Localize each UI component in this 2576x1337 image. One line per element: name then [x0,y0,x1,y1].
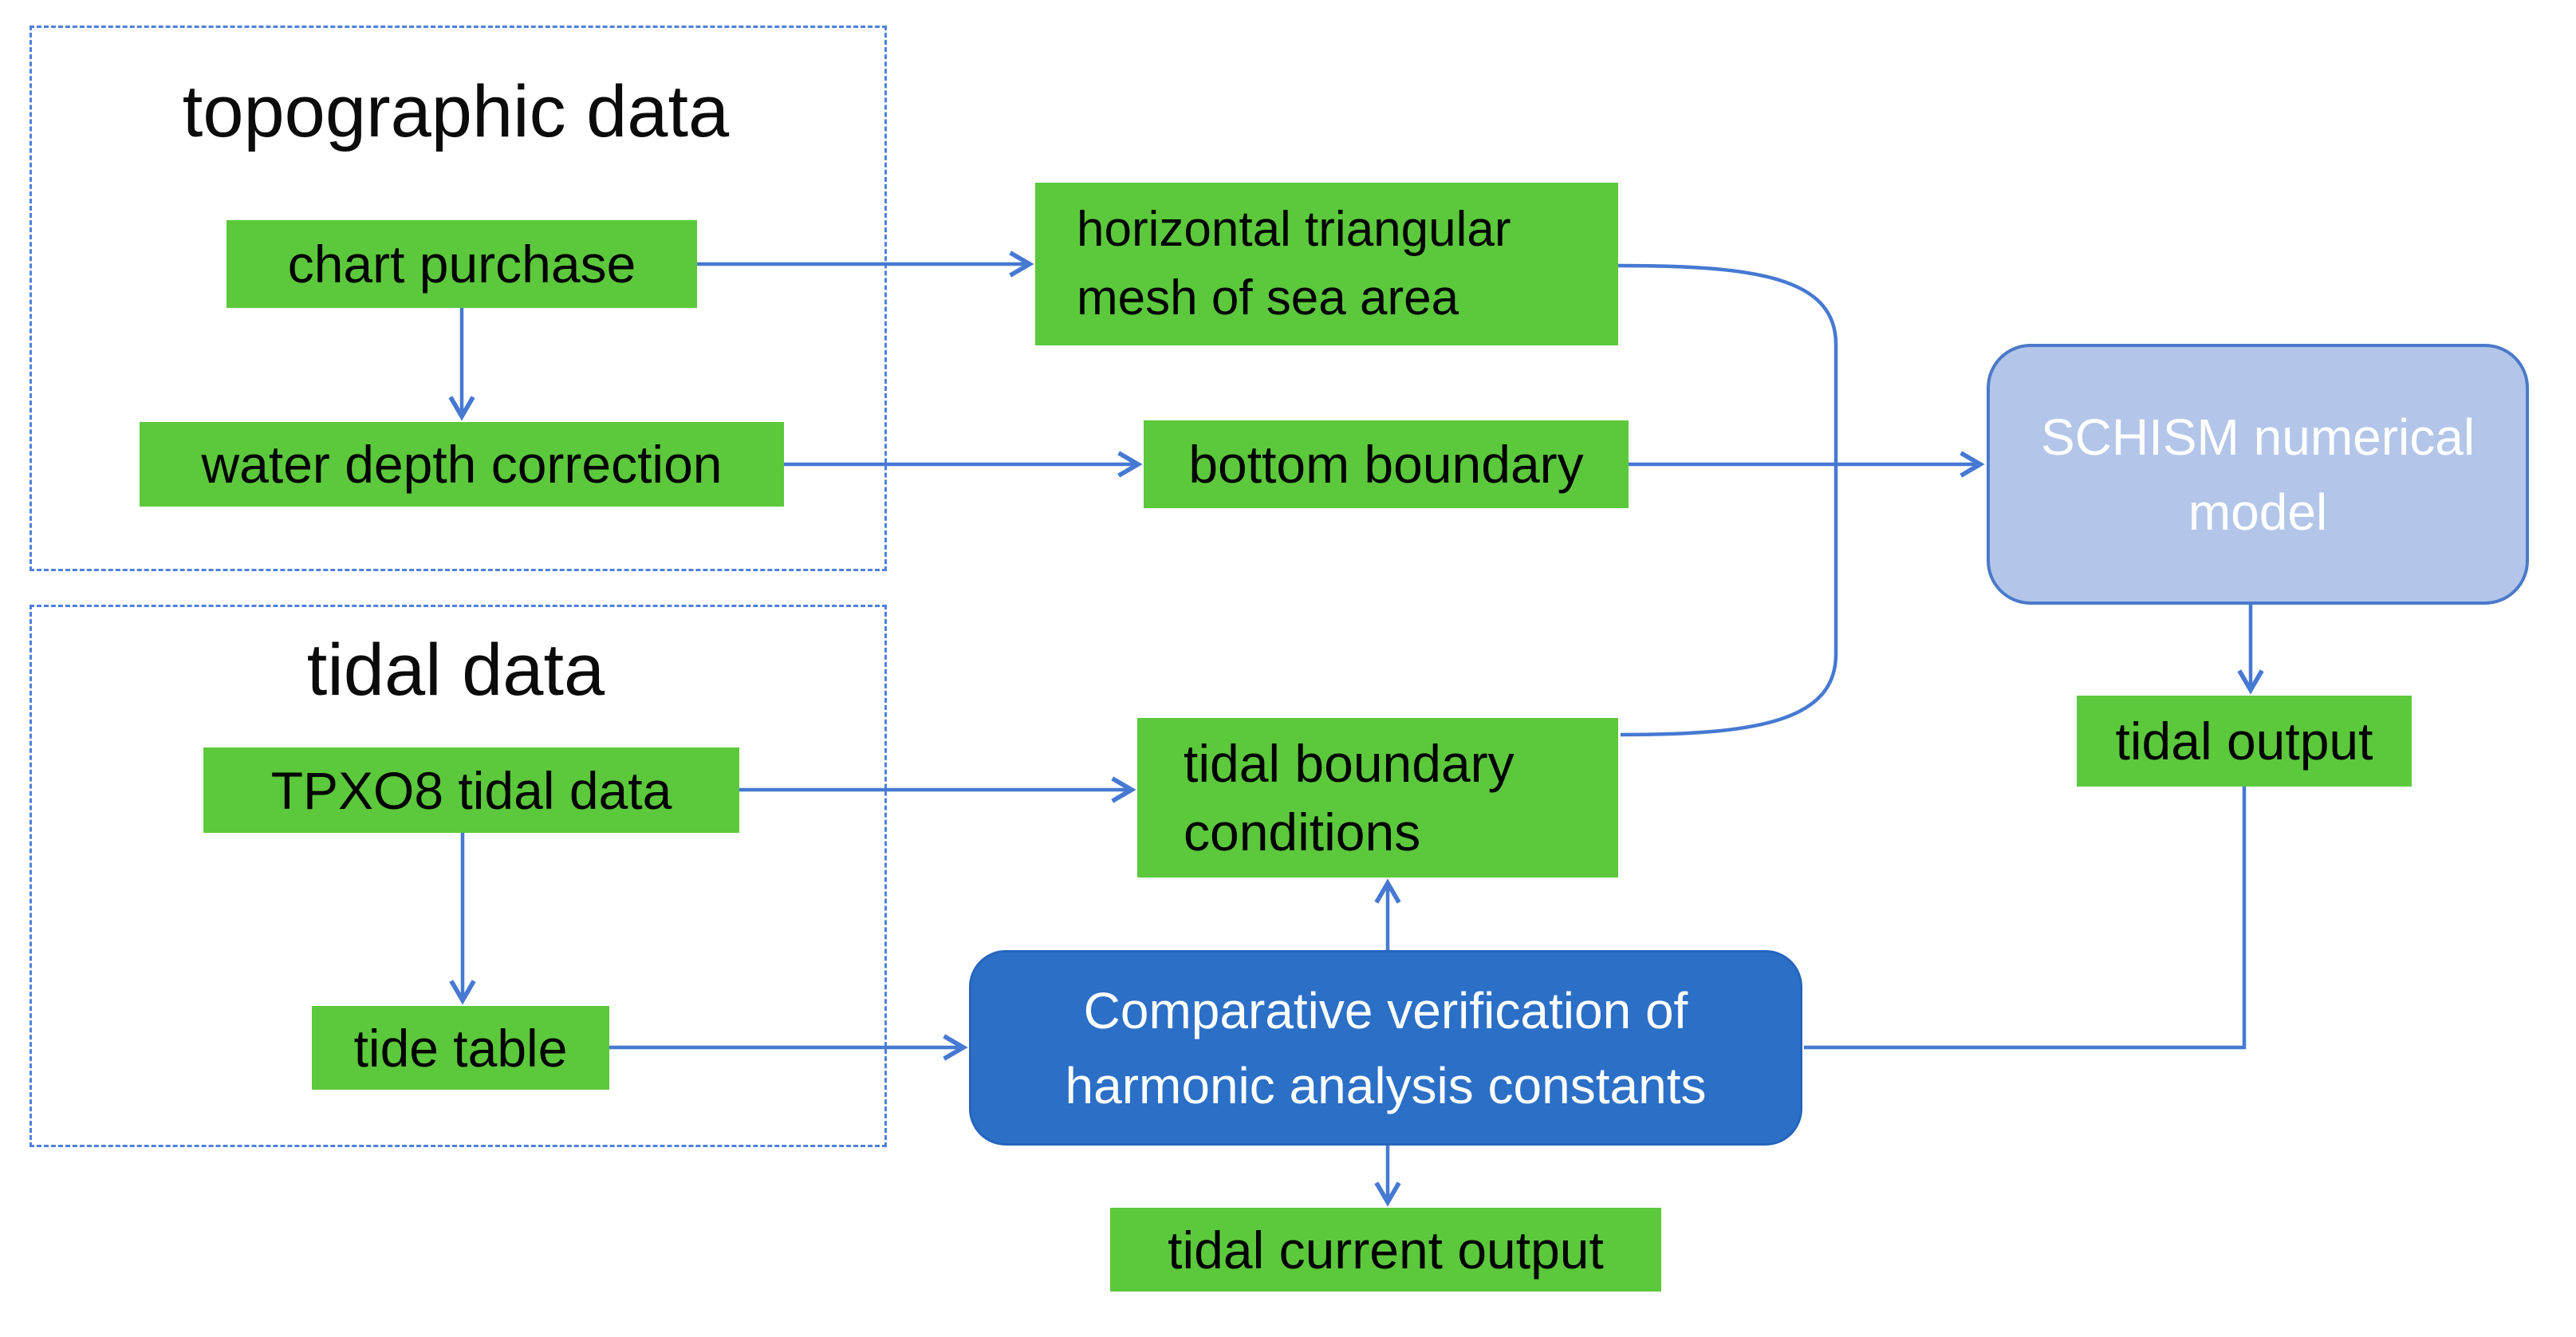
node-label: conditions [1184,803,1421,862]
group-title-tidal-data: tidal data [306,629,605,711]
node-label: tidal current output [1168,1220,1604,1280]
node-horizontal-triangular-mesh: horizontal triangular mesh of sea area [1035,183,1618,345]
node-tidal-boundary-conditions: tidal boundary conditions [1137,718,1618,878]
node-label: tidal boundary [1184,734,1514,793]
node-tide-table: tide table [312,1006,609,1090]
edge-mesh-to-tidal-boundary [1617,263,1838,737]
group-topographic-data [30,26,887,571]
node-label: horizontal triangular [1077,202,1511,257]
node-label: SCHISM numerical [2040,408,2476,466]
node-label: mesh of sea area [1077,270,1459,325]
node-tidal-current-output: tidal current output [1110,1208,1661,1292]
group-tidal-data [30,605,887,1147]
node-tidal-output: tidal output [2077,696,2412,787]
node-label: chart purchase [287,235,636,294]
node-label: water depth correction [201,435,723,494]
node-tpxo8-tidal-data: TPXO8 tidal data [203,747,739,833]
node-label: harmonic analysis constants [1065,1056,1707,1114]
node-schism-numerical-model: SCHISM numerical model [1987,344,2529,605]
node-label: TPXO8 tidal data [270,760,672,820]
node-label: model [2188,483,2328,541]
node-label: tide table [353,1018,568,1078]
node-comparative-verification: Comparative verification of harmonic ana… [969,950,1802,1146]
node-label: tidal output [2115,712,2373,771]
group-title-topographic-data: topographic data [182,71,730,152]
node-water-depth-correction: water depth correction [140,422,784,507]
node-bottom-boundary: bottom boundary [1144,420,1629,508]
edge-comparative-to-tidal-output [1804,787,2247,1050]
node-label: bottom boundary [1188,435,1584,494]
node-label: Comparative verification of [1083,981,1688,1039]
node-chart-purchase: chart purchase [226,220,697,308]
